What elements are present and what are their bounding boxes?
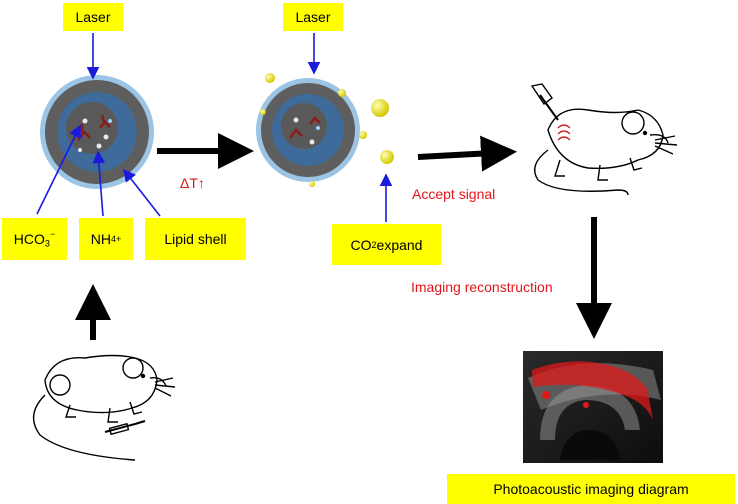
nh4-superscript: + bbox=[115, 234, 122, 244]
hco3-subscript: 3 bbox=[44, 238, 50, 249]
liposome-right bbox=[256, 78, 360, 182]
delta-t-text: ΔT↑ bbox=[180, 175, 205, 191]
photoacoustic-label: Photoacoustic imaging diagram bbox=[447, 474, 735, 504]
accept-signal-text: Accept signal bbox=[412, 186, 496, 202]
imaging-reconstruction-text: Imaging reconstruction bbox=[411, 279, 553, 295]
laser-label-right-text: Laser bbox=[295, 9, 331, 25]
lipid-shell-pointer-arrow bbox=[123, 168, 161, 217]
hco3-superscript: − bbox=[49, 229, 56, 240]
photoacoustic-image bbox=[523, 351, 663, 463]
lipid-shell-text: Lipid shell bbox=[164, 231, 227, 247]
laser-label-right: Laser bbox=[283, 3, 343, 31]
co2-text: CO bbox=[350, 236, 372, 253]
mouse-irradiated-illustration bbox=[530, 83, 678, 196]
nh4-text: NH bbox=[90, 231, 111, 247]
co2-expand-text: expand bbox=[376, 236, 423, 253]
nh4-pointer-arrow bbox=[92, 150, 106, 217]
hco3-subsup: 3− bbox=[45, 229, 55, 248]
process-arrow-2 bbox=[417, 135, 517, 172]
nh4-subscript: 4 bbox=[110, 234, 116, 244]
co2-subscript: 2 bbox=[371, 239, 377, 250]
lipid-shell-label: Lipid shell bbox=[145, 218, 246, 260]
liposome-left bbox=[40, 75, 154, 189]
hco3-text: HCO bbox=[13, 231, 45, 247]
hco3-pointer-arrow bbox=[36, 124, 81, 215]
laser-label-left: Laser bbox=[63, 3, 123, 31]
photoacoustic-text: Photoacoustic imaging diagram bbox=[493, 481, 689, 497]
mouse-injected-illustration bbox=[32, 354, 176, 461]
co2-bubbles bbox=[260, 73, 394, 187]
laser-label-left-text: Laser bbox=[75, 9, 111, 25]
